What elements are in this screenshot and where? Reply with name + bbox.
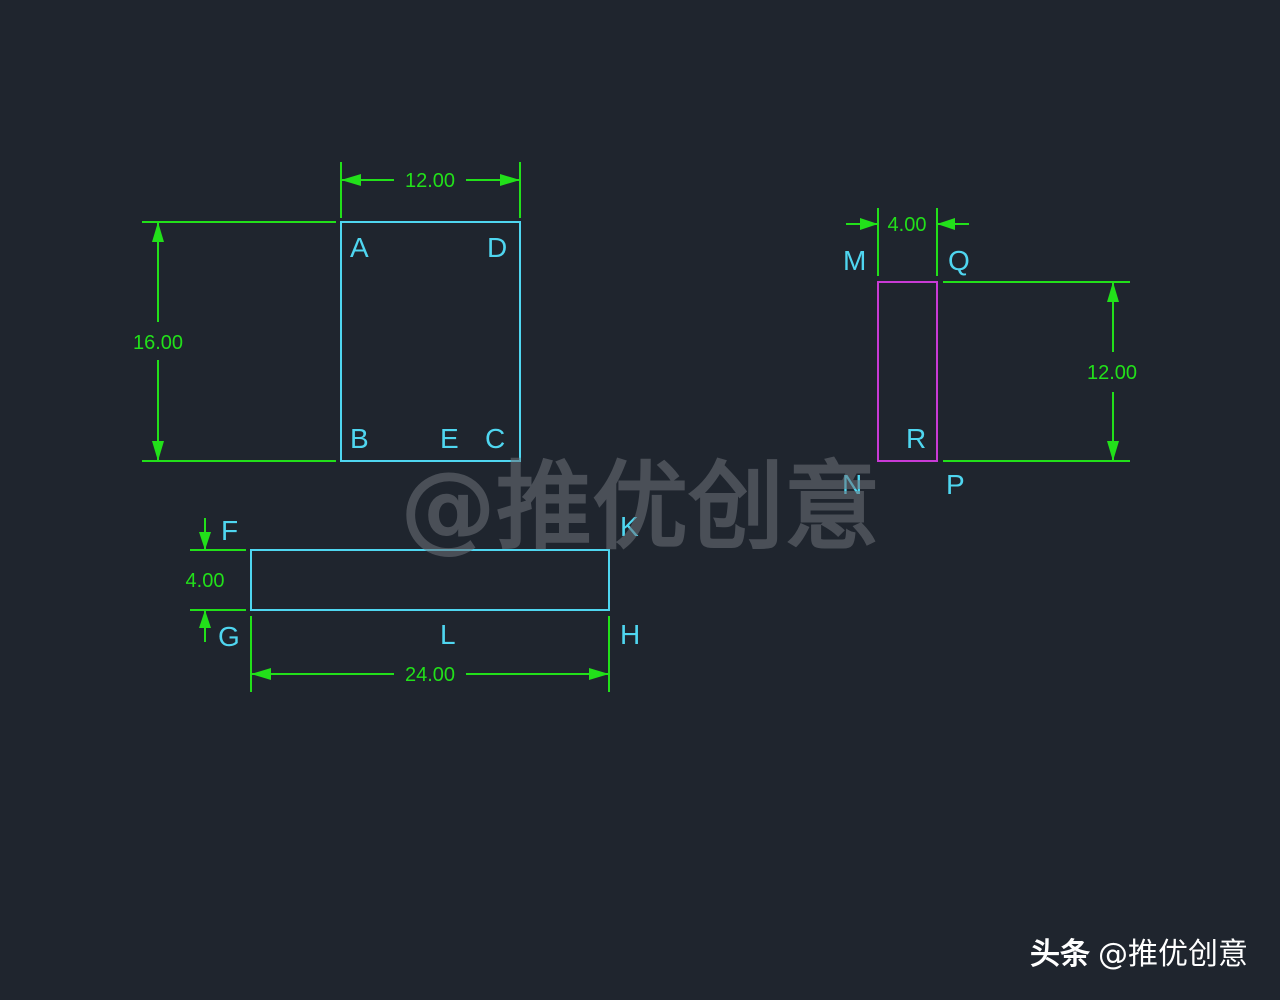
point-label-p: P xyxy=(946,469,965,500)
footer-platform: 头条 xyxy=(1030,937,1090,972)
dimension-rect-width: 12.00 xyxy=(340,162,521,218)
rectangle-abcd xyxy=(340,221,521,462)
footer-credit: 头条@推优创意 xyxy=(1030,937,1248,972)
point-label-d: D xyxy=(487,232,507,263)
point-label-k: K xyxy=(620,511,639,542)
dimension-bar-height-label: 4.00 xyxy=(186,570,225,592)
dimension-bar-width-label: 24.00 xyxy=(405,664,455,686)
dimension-bar-height: 4.00 xyxy=(186,518,246,642)
point-label-q: Q xyxy=(948,245,970,276)
point-label-h: H xyxy=(620,619,640,650)
dimension-rect-height-label: 16.00 xyxy=(133,332,183,354)
footer-account: @推优创意 xyxy=(1098,937,1248,972)
dimension-small-width: 4.00 xyxy=(846,208,969,276)
point-label-m: M xyxy=(843,245,866,276)
dimension-small-height: 12.00 xyxy=(943,281,1137,462)
point-label-e: E xyxy=(440,423,459,454)
rectangle-mnpq xyxy=(877,281,938,462)
point-label-a: A xyxy=(350,232,369,263)
point-label-g: G xyxy=(218,621,240,652)
rectangle-fghk xyxy=(250,549,610,611)
dimension-small-height-label: 12.00 xyxy=(1087,362,1137,384)
point-label-b: B xyxy=(350,423,369,454)
dimension-rect-width-label: 12.00 xyxy=(405,170,455,192)
watermark-text: @推优创意 xyxy=(400,451,880,563)
point-label-c: C xyxy=(485,423,505,454)
dimension-rect-height: 16.00 xyxy=(133,221,336,462)
dimension-small-width-label: 4.00 xyxy=(888,214,927,236)
dimension-bar-width: 24.00 xyxy=(250,616,610,692)
point-label-r: R xyxy=(906,423,926,454)
point-label-l: L xyxy=(440,619,456,650)
point-label-n: N xyxy=(842,469,862,500)
point-label-f: F xyxy=(221,515,238,546)
